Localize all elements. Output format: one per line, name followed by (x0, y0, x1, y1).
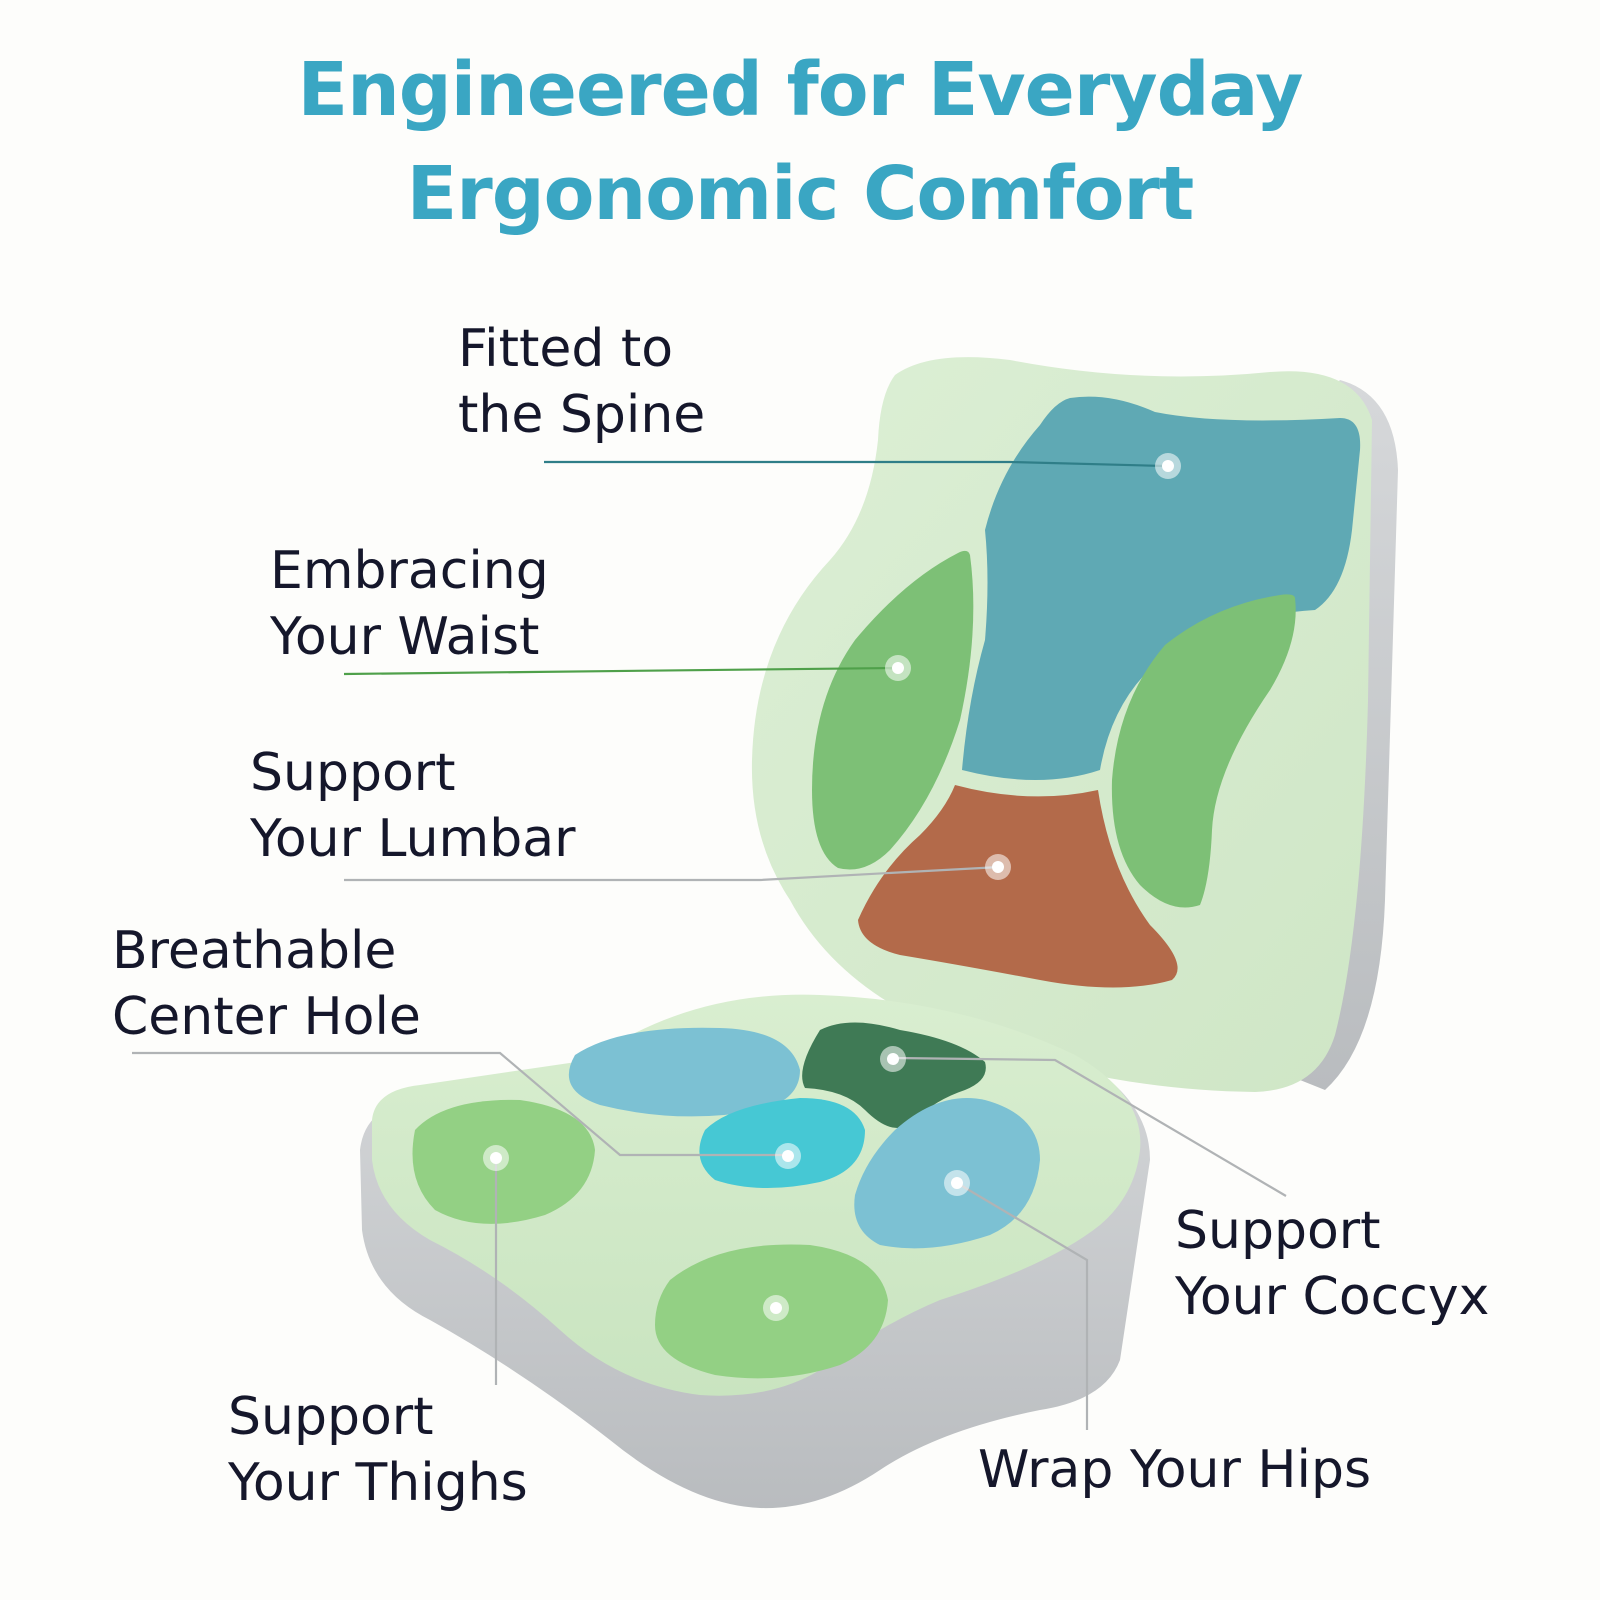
leader-line-lumbar (344, 865, 1001, 882)
leader-line-hips (956, 1182, 1089, 1430)
label-lumbar-line-2: Your Lumbar (250, 809, 576, 869)
label-thighs: Support Your Thighs (228, 1384, 528, 1516)
markers (483, 453, 1181, 1321)
title-line-1: Engineered for Everyday (297, 47, 1304, 133)
marker-lumbar (985, 854, 1011, 880)
seat-cushion (360, 994, 1150, 1509)
label-hips-line-1: Wrap Your Hips (978, 1440, 1372, 1500)
label-coccyx-line-2: Your Coccyx (1175, 1267, 1490, 1327)
leader-lines (132, 460, 1287, 1430)
leader-line-coccyx (894, 1056, 1287, 1197)
center-hole (699, 1098, 865, 1189)
back-cushion (751, 357, 1398, 1093)
label-waist: Embracing Your Waist (270, 538, 549, 670)
marker-thighs (483, 1145, 509, 1171)
marker-hole (775, 1143, 801, 1169)
label-hole-line-1: Breathable (112, 921, 397, 981)
label-coccyx-line-1: Support (1175, 1201, 1381, 1261)
label-hole: Breathable Center Hole (112, 918, 421, 1050)
label-hole-line-2: Center Hole (112, 987, 421, 1047)
marker-waist (885, 655, 911, 681)
waist-zone-left (812, 550, 974, 870)
hip-pad-right (854, 1098, 1040, 1249)
page-title: Engineered for Everyday Ergonomic Comfor… (0, 38, 1600, 246)
marker-front (763, 1295, 789, 1321)
label-lumbar: Support Your Lumbar (250, 740, 575, 872)
coccyx-zone (802, 1022, 986, 1128)
label-thighs-line-1: Support (228, 1387, 434, 1447)
leader-line-waist (343, 666, 896, 676)
label-waist-line-1: Embracing (270, 541, 549, 601)
marker-coccyx (880, 1046, 906, 1072)
label-thighs-line-2: Your Thighs (228, 1453, 528, 1513)
leader-line-hole (132, 1051, 788, 1157)
leader-line-spine (544, 460, 1166, 468)
spine-zone (962, 396, 1361, 780)
title-line-2: Ergonomic Comfort (406, 151, 1195, 237)
seat-rear-pad (568, 1027, 800, 1117)
label-spine: Fitted to the Spine (458, 316, 705, 448)
label-hips: Wrap Your Hips (978, 1437, 1371, 1503)
marker-spine (1155, 453, 1181, 479)
label-lumbar-line-1: Support (250, 743, 456, 803)
label-spine-line-1: Fitted to (458, 319, 674, 379)
marker-hips (944, 1170, 970, 1196)
lumbar-zone (858, 785, 1178, 988)
label-coccyx: Support Your Coccyx (1175, 1198, 1489, 1330)
waist-zone-right (1111, 594, 1296, 908)
label-waist-line-2: Your Waist (270, 607, 540, 667)
label-spine-line-2: the Spine (458, 385, 706, 445)
